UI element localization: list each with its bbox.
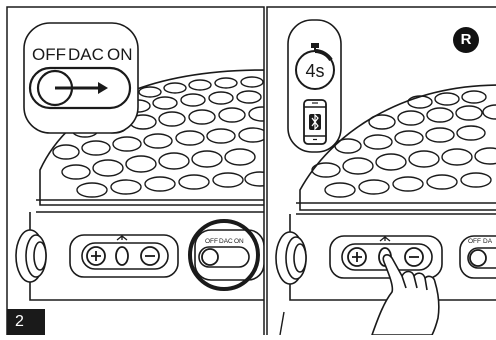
side-knob-right <box>276 232 306 284</box>
badge-r: R <box>453 27 479 53</box>
device-switch-label-dac-right: DA <box>483 238 493 245</box>
device-switch-knob <box>202 249 218 265</box>
timer-text: 4s <box>305 61 324 81</box>
bluetooth-button <box>116 247 128 265</box>
callout-label-off: OFF <box>32 45 66 64</box>
timer-callout: 4s <box>288 20 341 152</box>
device-switch-label-off-right: OFF <box>468 238 481 245</box>
step-number: 2 <box>7 309 45 335</box>
switch-callout: OFF DAC ON <box>24 23 138 133</box>
device-switch-label-off: OFF <box>205 238 218 245</box>
side-knob <box>16 230 46 282</box>
device-switch-label-dac: DAC <box>219 238 233 245</box>
callout-label-dac: DAC <box>68 45 104 64</box>
phone-bluetooth-icon <box>304 100 326 144</box>
device-switch-label-on: ON <box>234 238 244 245</box>
callout-label-on: ON <box>107 45 133 64</box>
